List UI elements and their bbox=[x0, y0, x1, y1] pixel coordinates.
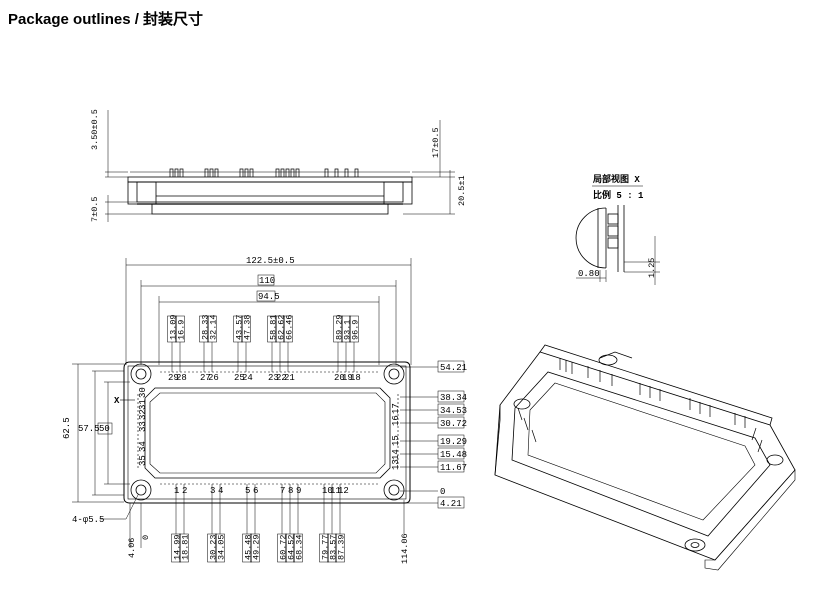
bottom-pin-dim-9: 79.77 bbox=[321, 534, 331, 560]
pin-number-bottom-1: 1 bbox=[174, 486, 179, 496]
pin-number-top-29: 29 bbox=[168, 373, 179, 383]
pin-number-bottom-11: 11 bbox=[330, 486, 341, 496]
bottom-pin-dim-11: 87.39 bbox=[337, 534, 347, 560]
right-dim-2: 34.53 bbox=[440, 406, 467, 416]
right-dim-8: 4.21 bbox=[440, 499, 462, 509]
pin-number-bottom-4: 4 bbox=[218, 486, 223, 496]
dim-width-122-5: 122.5±0.5 bbox=[246, 256, 295, 266]
top-pin-dim-5: 47.38 bbox=[243, 314, 253, 340]
pin-number-bottom-7: 7 bbox=[280, 486, 285, 496]
mounting-holes bbox=[130, 363, 405, 501]
side-view: 3.50±0.5 7±0.5 17±0.5 20.5±1 bbox=[90, 109, 467, 222]
bottom-pin-dim-1: 18.81 bbox=[181, 534, 191, 560]
bottom-pin-dim-2: 30.23 bbox=[209, 534, 219, 560]
pin-number-bottom-6: 6 bbox=[253, 486, 258, 496]
right-dim-1: 38.34 bbox=[440, 393, 467, 403]
pin-number-top-24: 24 bbox=[242, 373, 253, 383]
dim-height-50: 50 bbox=[99, 424, 110, 434]
dim-4-06: 4.06 bbox=[127, 538, 137, 558]
detail-label-view: 局部视图 X bbox=[593, 173, 640, 185]
pin-number-top-28: 28 bbox=[176, 373, 187, 383]
side-dim-3-5: 3.50±0.5 bbox=[90, 109, 100, 150]
pin-number-top-27: 27 bbox=[200, 373, 211, 383]
pin-number-right-14: 14 bbox=[391, 449, 401, 460]
dim-height-57-5: 57.5 bbox=[78, 424, 100, 434]
side-dim-7: 7±0.5 bbox=[90, 196, 100, 222]
detail-label-scale: 比例 5 : 1 bbox=[593, 189, 644, 201]
detail-dim-1-25: 1.25 bbox=[647, 258, 657, 278]
pin-number-right-17: 17 bbox=[391, 403, 401, 414]
bottom-pin-dim-8: 68.34 bbox=[295, 534, 305, 560]
right-dim-5: 15.48 bbox=[440, 450, 467, 460]
right-dim-0: 54.21 bbox=[440, 363, 467, 373]
pin-number-top-22: 22 bbox=[276, 373, 287, 383]
pin-number-left-32: 32 bbox=[138, 409, 148, 420]
top-pin-dim-10: 93.1 bbox=[343, 320, 353, 340]
detail-view-x: 局部视图 X 比例 5 : 1 0.80 1.25 bbox=[575, 173, 660, 285]
isometric-view bbox=[494, 344, 796, 571]
top-pin-dim-4: 43.57 bbox=[235, 314, 245, 340]
top-pin-dim-6: 58.81 bbox=[269, 314, 279, 340]
dim-width-94-5: 94.5 bbox=[258, 292, 280, 302]
pin-number-bottom-12: 12 bbox=[338, 486, 349, 496]
pin-number-left-30: 30 bbox=[138, 387, 148, 398]
pin-number-bottom-3: 3 bbox=[210, 486, 215, 496]
bottom-pin-dim-5: 49.29 bbox=[252, 534, 262, 560]
top-pin-dim-0: 13.09 bbox=[169, 314, 179, 340]
right-dim-3: 30.72 bbox=[440, 419, 467, 429]
pin-number-bottom-5: 5 bbox=[245, 486, 250, 496]
pin-number-right-16: 16 bbox=[391, 415, 401, 426]
side-dim-20-5: 20.5±1 bbox=[457, 175, 467, 206]
pin-number-left-31: 31 bbox=[138, 399, 148, 410]
right-dim-4: 19.29 bbox=[440, 437, 467, 447]
pin-number-left-35: 35 bbox=[138, 455, 148, 466]
pin-number-bottom-10: 10 bbox=[322, 486, 333, 496]
right-dim-7: 0 bbox=[440, 487, 445, 497]
dim-width-110: 110 bbox=[259, 276, 275, 286]
right-dim-6: 11.67 bbox=[440, 463, 467, 473]
bottom-pin-dim-6: 60.72 bbox=[279, 534, 289, 560]
side-dim-17: 17±0.5 bbox=[431, 127, 441, 158]
pin-number-top-20: 20 bbox=[334, 373, 345, 383]
bottom-pin-dim-3: 34.05 bbox=[217, 534, 227, 560]
view-x-marker: X bbox=[114, 396, 120, 406]
page-title: Package outlines / 封装尺寸 bbox=[8, 11, 204, 28]
pin-number-right-13: 13 bbox=[391, 459, 401, 470]
pin-number-top-25: 25 bbox=[234, 373, 245, 383]
pin-number-right-15: 15 bbox=[391, 435, 401, 446]
top-pin-dim-9: 89.29 bbox=[335, 314, 345, 340]
hole-dim-label: 4-φ5.5 bbox=[72, 515, 104, 525]
dim-origin-x: 0 bbox=[141, 535, 151, 540]
side-pins bbox=[169, 168, 359, 177]
pin-number-top-21: 21 bbox=[284, 373, 295, 383]
pin-number-bottom-2: 2 bbox=[182, 486, 187, 496]
top-pin-dim-7: 62.62 bbox=[277, 314, 287, 340]
top-pin-dim-11: 96.9 bbox=[351, 320, 361, 340]
bottom-pin-dim-4: 45.48 bbox=[244, 534, 254, 560]
pin-number-left-34: 34 bbox=[138, 441, 148, 452]
dim-height-62-5: 62.5 bbox=[62, 417, 72, 439]
bottom-pin-dim-0: 14.99 bbox=[173, 534, 183, 560]
pin-number-top-18: 18 bbox=[350, 373, 361, 383]
top-pin-dim-2: 28.33 bbox=[201, 314, 211, 340]
pin-number-left-33: 33 bbox=[138, 421, 148, 432]
pin-number-bottom-9: 9 bbox=[296, 486, 301, 496]
top-pin-dim-8: 66.46 bbox=[285, 314, 295, 340]
top-pin-dim-3: 32.14 bbox=[209, 314, 219, 340]
pin-number-top-26: 26 bbox=[208, 373, 219, 383]
top-pin-dim-1: 16.9 bbox=[177, 320, 187, 340]
detail-dim-0-80: 0.80 bbox=[578, 269, 600, 279]
dim-114-06: 114.06 bbox=[400, 533, 410, 564]
bottom-pin-dim-10: 83.57 bbox=[329, 534, 339, 560]
pin-number-top-23: 23 bbox=[268, 373, 279, 383]
bottom-pin-dim-7: 64.52 bbox=[287, 534, 297, 560]
pin-number-top-19: 19 bbox=[342, 373, 353, 383]
pin-number-bottom-8: 8 bbox=[288, 486, 293, 496]
